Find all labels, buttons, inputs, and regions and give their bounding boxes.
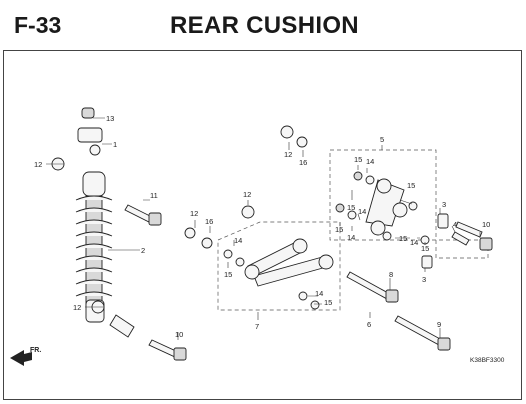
callout-13: 13 [106, 114, 114, 123]
callout-12: 12 [190, 209, 198, 218]
nut-12-top [280, 125, 294, 139]
callout-15: 15 [224, 270, 232, 279]
callout-3: 3 [442, 200, 446, 209]
figure-title: REAR CUSHION [170, 12, 359, 39]
callout-12: 12 [34, 160, 42, 169]
callout-2: 2 [141, 246, 145, 255]
washer-16-center [201, 237, 213, 249]
callout-10: 10 [482, 220, 490, 229]
linkage-group-outline [329, 149, 489, 259]
callout-16: 16 [205, 217, 213, 226]
bushing-4 [451, 231, 470, 246]
callout-15: 15 [354, 155, 362, 164]
rear-shock-absorber [75, 127, 135, 338]
bolt-8 [346, 271, 399, 303]
callout-14: 14 [366, 157, 374, 166]
nut-12-mid [241, 205, 255, 219]
callout-14: 14 [234, 236, 242, 245]
front-direction-arrow [10, 350, 32, 366]
front-label: FR. [30, 347, 41, 354]
callout-15: 15 [347, 203, 355, 212]
callout-15: 15 [421, 244, 429, 253]
bolt-9 [394, 315, 451, 351]
callout-7: 7 [255, 322, 259, 331]
callout-12: 12 [284, 150, 292, 159]
callout-3: 3 [422, 275, 426, 284]
callout-15: 15 [324, 298, 332, 307]
callout-5: 5 [380, 135, 384, 144]
callout-11: 11 [150, 191, 158, 200]
callout-14: 14 [347, 233, 355, 242]
callout-9: 9 [437, 320, 441, 329]
callout-8: 8 [389, 270, 393, 279]
diagram-frame [3, 50, 522, 400]
callout-12: 12 [243, 190, 251, 199]
callout-1: 1 [113, 140, 117, 149]
washer-16-top [296, 136, 308, 148]
collar-3-top [437, 213, 449, 229]
callout-4: 4 [453, 220, 457, 229]
callout-12: 12 [73, 303, 81, 312]
callout-14: 14 [315, 289, 323, 298]
figure-code: F-33 [14, 12, 62, 38]
arm-group-outline [217, 221, 341, 311]
nut-12-center [184, 227, 196, 239]
callout-6: 6 [367, 320, 371, 329]
cushion-arm-7 [223, 238, 334, 310]
callout-15: 15 [407, 181, 415, 190]
leader-lines [46, 117, 481, 340]
callout-16: 16 [299, 158, 307, 167]
bolt-10-left [148, 339, 187, 361]
callout-14: 14 [358, 207, 366, 216]
cushion-link-5 [335, 171, 430, 245]
bolt-11 [124, 204, 162, 226]
collar-3-bottom [421, 255, 433, 269]
cap-13 [81, 107, 95, 119]
callout-15: 15 [399, 234, 407, 243]
callout-14: 14 [410, 238, 418, 247]
drawing-code: K38BF3300 [470, 357, 505, 364]
callout-10: 10 [175, 330, 183, 339]
callout-15: 15 [335, 225, 343, 234]
